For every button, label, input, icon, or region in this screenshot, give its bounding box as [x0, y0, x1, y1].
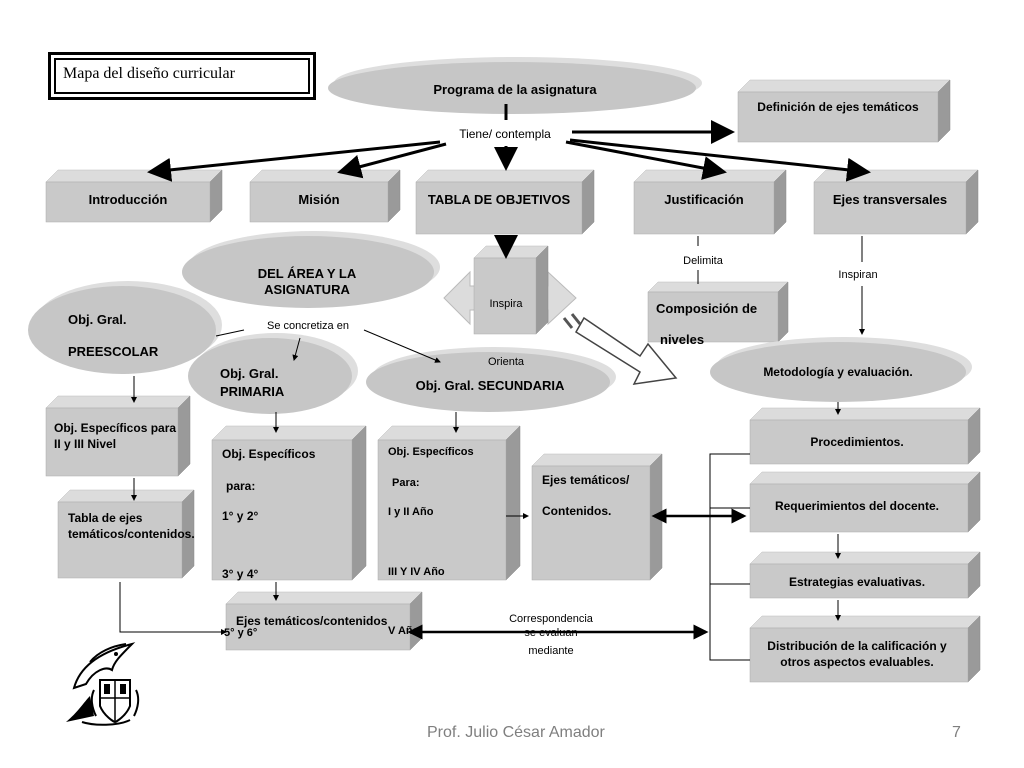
introduccion-box	[45, 169, 223, 223]
obj-primaria-ellipse	[188, 333, 358, 414]
delimita-label: Delimita	[683, 255, 723, 267]
metodologia-label: Metodología y evaluación.	[763, 365, 913, 379]
obj-esp-prim-label-2: para:	[226, 479, 256, 493]
obj-esp-prim-label-3: 1° y 2°	[222, 509, 259, 523]
orienta-stripe-1	[570, 313, 582, 325]
obj-preescolar-label-2: PREESCOLAR	[68, 344, 159, 359]
composicion-box	[647, 281, 789, 343]
justificacion-label: Justificación	[664, 192, 744, 207]
inspira-label: Inspira	[489, 298, 523, 310]
procedimientos-bracket	[709, 453, 750, 661]
orienta-stripe-2	[562, 317, 574, 329]
obj-esp-sec-label-4: III Y IV Año	[388, 566, 445, 578]
tabla-ejes-label: Tabla de ejes temáticos/contenidos.	[68, 511, 195, 541]
requerimientos-box	[749, 471, 981, 533]
obj-secundaria-ellipse	[366, 347, 616, 412]
tabla-objetivos-box	[415, 169, 595, 235]
obj-preescolar-label-1: Obj. Gral.	[68, 312, 127, 327]
ejes-transversales-label: Ejes transversales	[832, 192, 948, 207]
ejes-bottom-sub-1: 5° y 6°	[224, 627, 258, 639]
distribucion-box	[749, 615, 981, 683]
procedimientos-label: Procedimientos.	[810, 435, 904, 449]
concretiza-to-preescolar	[215, 329, 245, 337]
ejes-contenidos-label-2: Contenidos.	[542, 504, 612, 518]
del-area-label: DEL ÁREA Y LA ASIGNATURA	[257, 266, 357, 297]
footer-page-number: 7	[952, 724, 961, 741]
estrategias-box	[749, 551, 981, 599]
arrow-justificacion	[565, 140, 727, 180]
se-concretiza-label: Se concretiza en	[267, 320, 349, 332]
inspira-box	[473, 245, 549, 335]
tiene-label: Tiene/ contempla	[459, 127, 551, 141]
school-logo-icon	[66, 642, 140, 726]
map-title: Mapa del diseño curricular	[63, 65, 235, 82]
arrow-introduccion	[147, 140, 441, 182]
footer-author: Prof. Julio César Amador	[427, 724, 605, 741]
mediante-label: mediante	[528, 645, 574, 657]
se-evaluan-label: se evaluan	[524, 627, 578, 639]
procedimientos-box	[749, 407, 981, 465]
composicion-label-2: niveles	[660, 332, 705, 347]
arrow-ejes-transversales	[569, 138, 871, 182]
obj-esp-sec-label-3: I y II Año	[388, 506, 434, 518]
mision-label: Misión	[298, 192, 340, 207]
ejes-contenidos-box	[531, 453, 663, 581]
del-area-ellipse	[182, 231, 440, 308]
inspiran-label: Inspiran	[838, 269, 878, 281]
obj-esp-prim-label-4: 3° y 4°	[222, 567, 259, 581]
orienta-label: Orienta	[487, 356, 525, 368]
tabla-to-ejes-bottom	[119, 582, 226, 633]
requerimientos-label: Requerimientos del docente.	[774, 499, 940, 513]
obj-esp-nivel-box	[45, 395, 191, 477]
correspondencia-label: Correspondencia	[509, 613, 593, 625]
obj-esp-secundaria-box	[377, 425, 521, 581]
definicion-box	[737, 79, 951, 143]
distribucion-label: Distribución de la calificación y otros …	[767, 639, 947, 669]
obj-primaria-label-1: Obj. Gral.	[220, 366, 279, 381]
mision-box	[249, 169, 401, 223]
concretiza-to-secundaria	[363, 329, 441, 363]
obj-secundaria-label: Obj. Gral. SECUNDARIA	[415, 378, 565, 393]
ejes-bottom-label: Ejes temáticos/contenidos	[236, 614, 388, 628]
arrow-mision	[337, 142, 447, 179]
obj-esp-sec-label-2: Para:	[392, 477, 420, 489]
estrategias-label: Estrategias evaluativas.	[788, 575, 926, 589]
obj-esp-sec-label-1: Obj. Específicos	[388, 446, 474, 458]
obj-primaria-label-2: PRIMARIA	[220, 384, 285, 399]
metodologia-ellipse	[710, 337, 972, 402]
map-title-box: Mapa del diseño curricular	[48, 52, 316, 100]
definicion-label: Definición de ejes temáticos	[757, 100, 919, 114]
ejes-bottom-sub-2: V Año	[388, 625, 420, 637]
obj-esp-prim-label-1: Obj. Específicos	[222, 447, 316, 461]
obj-esp-nivel-label: Obj. Específicos para II y III Nivel	[54, 421, 177, 451]
tabla-ejes-box	[57, 489, 195, 579]
concretiza-to-primaria	[292, 337, 301, 361]
obj-preescolar-ellipse	[28, 281, 222, 374]
orienta-hollow-arrow	[574, 316, 678, 385]
composicion-label-1: Composición de	[656, 301, 758, 316]
tabla-objetivos-label: TABLA DE OBJETIVOS	[427, 192, 571, 207]
programa-label: Programa de la asignatura	[433, 82, 597, 97]
ejes-contenidos-label-1: Ejes temáticos/	[542, 473, 630, 487]
introduccion-label: Introducción	[88, 192, 168, 207]
obj-esp-primaria-box	[211, 425, 367, 581]
programa-ellipse	[328, 57, 702, 114]
